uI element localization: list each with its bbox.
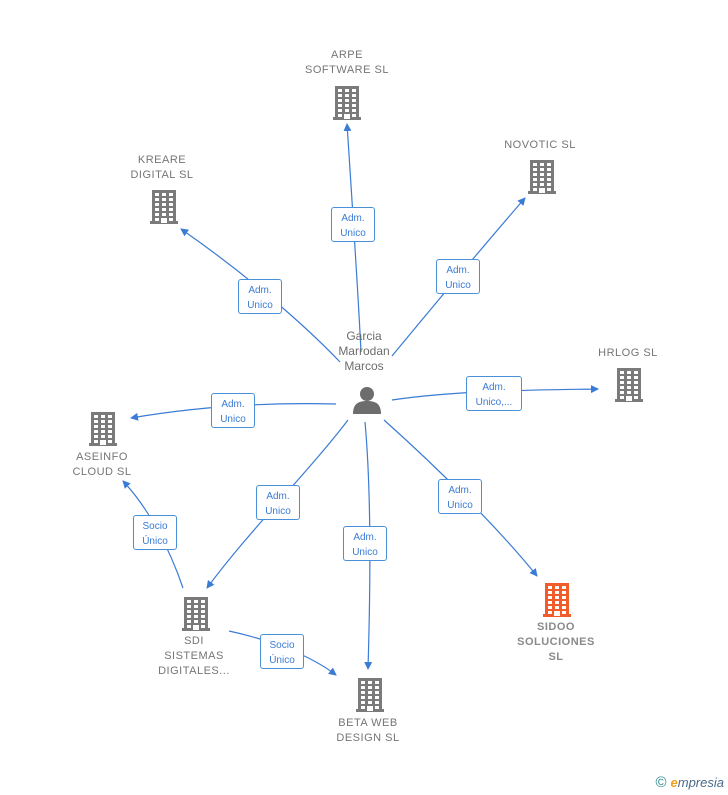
edge-label-kreare: Adm. Unico	[238, 279, 282, 314]
edge-line-arpe	[343, 123, 362, 353]
node-label-sdi[interactable]: SDI SISTEMAS DIGITALES...	[158, 635, 230, 677]
edge-label-novotic: Adm. Unico	[436, 259, 480, 294]
node-label-kreare[interactable]: KREARE DIGITAL SL	[130, 154, 194, 181]
edge-label-sdi: Adm. Unico	[256, 485, 300, 520]
copyright-icon: ©	[655, 774, 667, 791]
footer-brand: ©empresia	[655, 774, 724, 791]
edge-label-arpe: Adm. Unico	[331, 207, 375, 242]
person-icon[interactable]	[353, 387, 381, 414]
building-icon[interactable]	[543, 583, 571, 617]
building-icon[interactable]	[528, 160, 556, 194]
building-icon[interactable]	[182, 597, 210, 631]
brand-name: mpresia	[677, 775, 724, 790]
node-label-novotic[interactable]: NOVOTIC SL	[504, 139, 576, 151]
brand-logo-letter: e	[670, 775, 678, 790]
building-icon[interactable]	[333, 86, 361, 120]
building-icon[interactable]	[615, 368, 643, 402]
building-icon[interactable]	[356, 678, 384, 712]
edge-label-beta: Adm. Unico	[343, 526, 387, 561]
node-label-beta[interactable]: BETA WEB DESIGN SL	[336, 717, 400, 744]
person-name-label[interactable]: Garcia Marrodan Marcos	[338, 329, 390, 373]
edge-label-sdi-aseinfo: Socio Único	[133, 515, 177, 550]
node-label-hrlog[interactable]: HRLOG SL	[598, 347, 658, 359]
edge-label-sdi-beta: Socio Único	[260, 634, 304, 669]
node-label-arpe[interactable]: ARPE SOFTWARE SL	[305, 49, 389, 76]
edge-label-hrlog: Adm. Unico,...	[466, 376, 522, 411]
edge-label-aseinfo: Adm. Unico	[211, 393, 255, 428]
edge-label-sidoo: Adm. Unico	[438, 479, 482, 514]
node-label-sidoo[interactable]: SIDOO SOLUCIONES SL	[517, 621, 595, 663]
node-label-aseinfo[interactable]: ASEINFO CLOUD SL	[72, 451, 132, 478]
building-icon[interactable]	[89, 412, 117, 446]
building-icon[interactable]	[150, 190, 178, 224]
